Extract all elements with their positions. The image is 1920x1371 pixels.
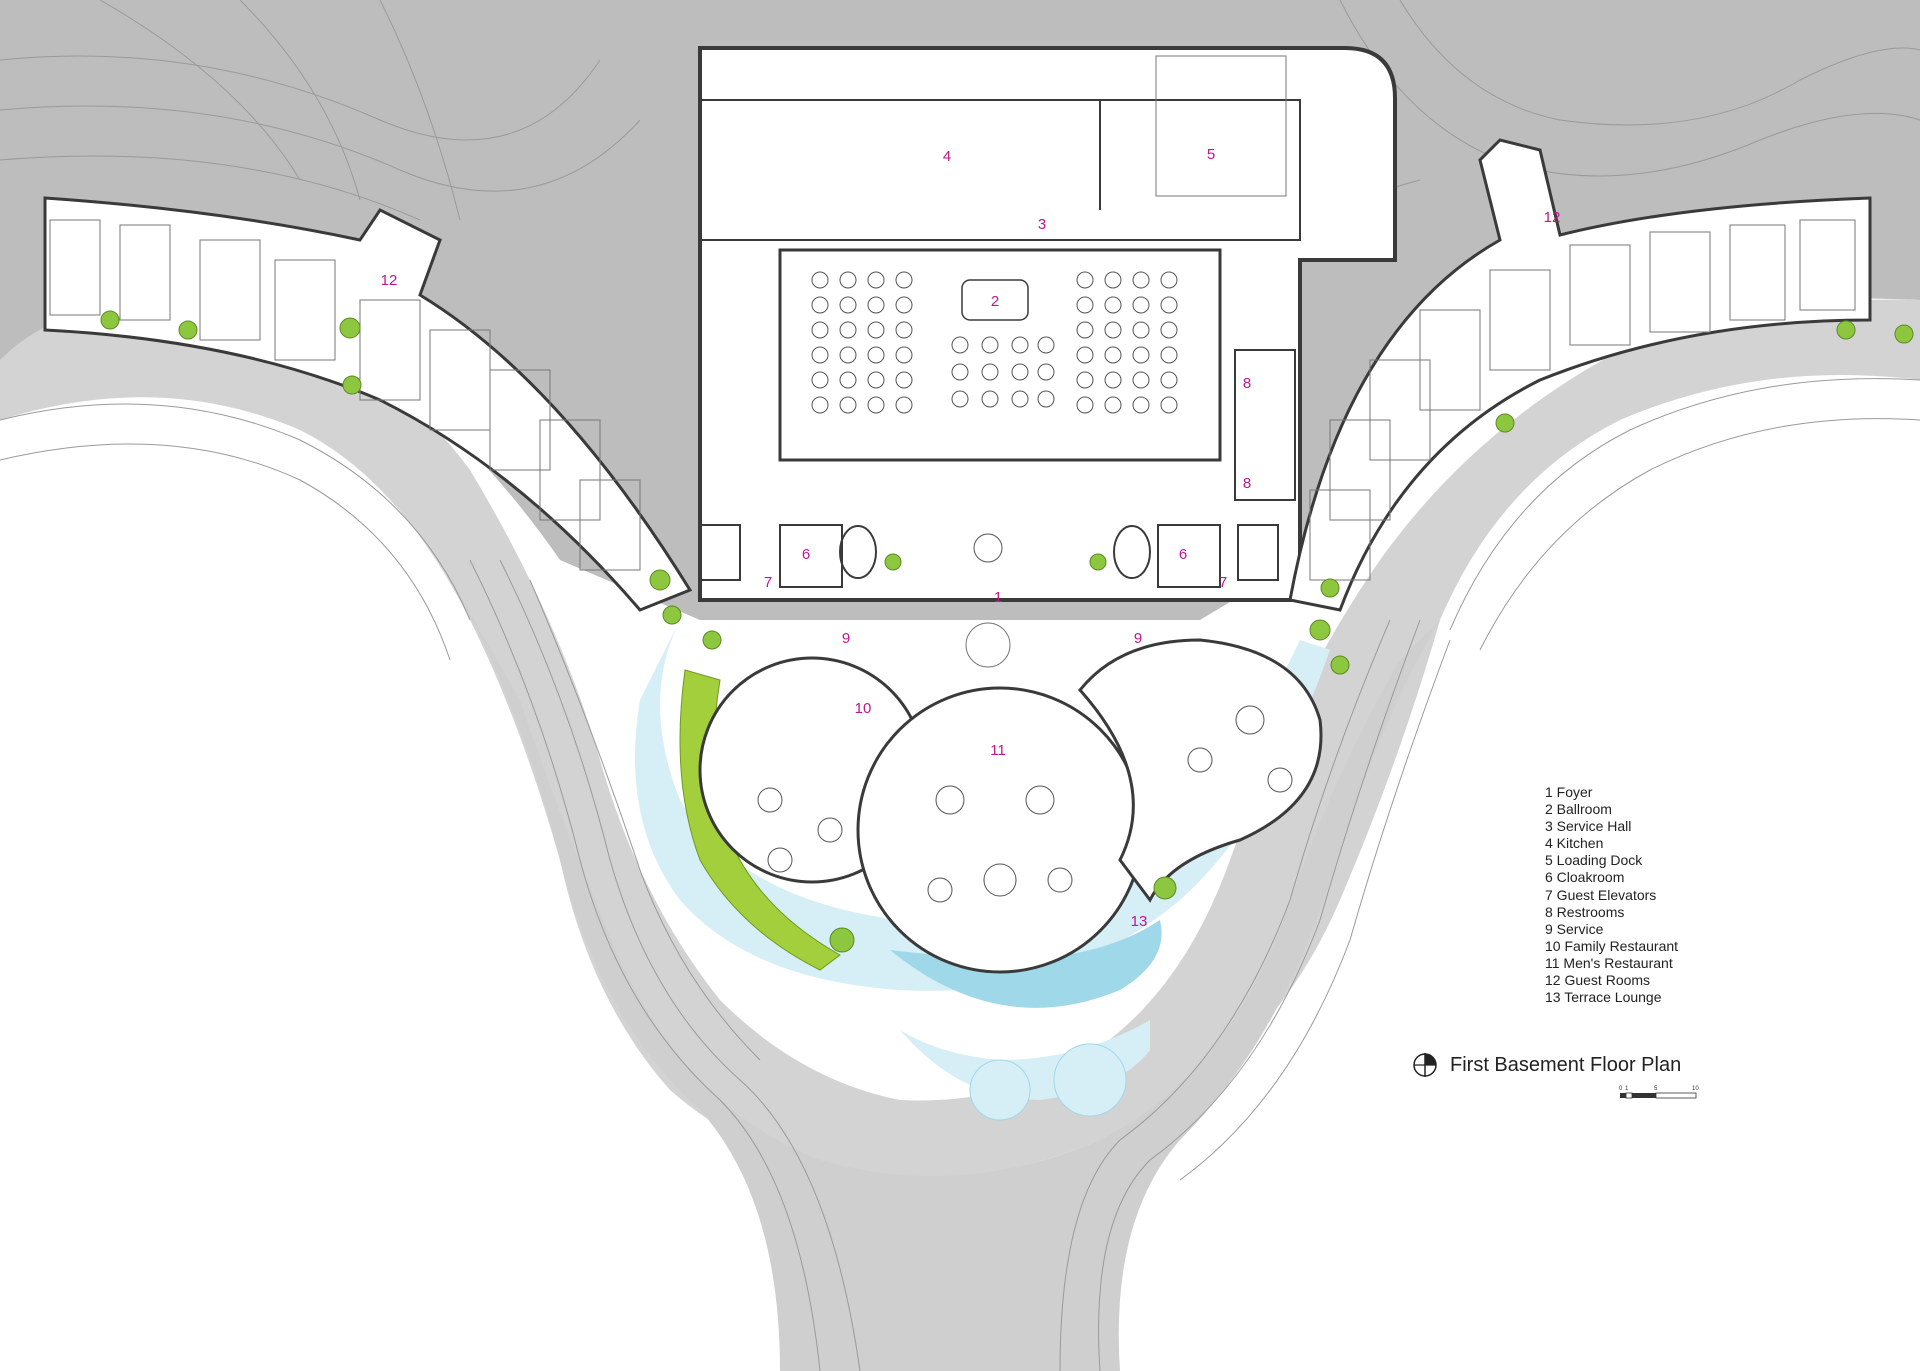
north-arrow-icon [1413,1053,1437,1077]
plan-title-text: First Basement Floor Plan [1450,1053,1682,1076]
room-number-8-upper: 8 [1243,375,1251,392]
room-number-1: 1 [994,589,1002,606]
legend-item: 1 Foyer [1545,784,1593,800]
legend-item: 3 Service Hall [1545,818,1632,835]
legend-item: 13 Terrace Lounge [1545,989,1662,1006]
scale-bar [1620,1092,1697,1099]
restaurant-tables [757,705,1293,903]
room-numbers: 1 2 3 4 5 6 6 7 7 8 8 9 9 10 11 12 12 13 [381,146,1561,930]
legend-item: 2 Ballroom [1545,801,1612,818]
legend-item: 11 Men's Restaurant [1545,954,1673,971]
room-number-5: 5 [1207,146,1215,163]
room-number-10: 10 [855,700,872,717]
room-number-12-east: 12 [1544,209,1561,226]
guest-room-wing-west [43,196,693,612]
restaurant-circles [698,638,1323,974]
room-number-3: 3 [1038,216,1046,233]
scale-label: 5 [1654,1086,1658,1092]
legend-item: 8 Restrooms [1545,903,1625,920]
legend-item: 6 Cloakroom [1545,869,1625,886]
guest-room-wing-east [1288,138,1872,612]
room-number-9-west: 9 [842,630,850,647]
legend-item: 4 Kitchen [1545,835,1604,852]
legend: 1 Foyer 2 Ballroom 3 Service Hall 4 Kitc… [1545,784,1678,1006]
room-number-13: 13 [1131,913,1148,930]
room-number-2: 2 [991,293,999,310]
room-number-6-west: 6 [802,546,810,563]
room-number-11: 11 [990,742,1006,759]
plan-title: First Basement Floor Plan [1412,1052,1681,1078]
scale-label: 1 [1625,1086,1629,1092]
scale-label: 10 [1692,1086,1699,1092]
room-number-7-east: 7 [1219,574,1227,591]
room-number-4: 4 [943,148,951,165]
room-number-7-west: 7 [764,574,772,591]
room-number-6-east: 6 [1179,546,1187,563]
room-number-12-west: 12 [381,272,398,289]
scale-label: 0 [1619,1086,1623,1092]
legend-item: 7 Guest Elevators [1545,886,1657,903]
legend-item: 10 Family Restaurant [1545,937,1679,954]
legend-item: 5 Loading Dock [1545,852,1643,869]
room-number-8-lower: 8 [1243,475,1251,492]
landscape-trees [100,310,1914,953]
legend-item: 9 Service [1545,920,1604,937]
room-number-9-east: 9 [1134,630,1142,647]
legend-item: 12 Guest Rooms [1545,972,1651,989]
main-building [698,46,1397,668]
